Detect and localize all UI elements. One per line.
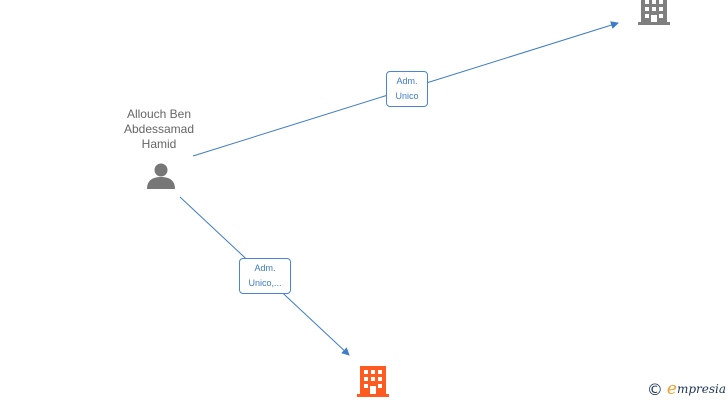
person-name-label[interactable]: Allouch Ben Abdessamad Hamid <box>104 107 214 152</box>
building-icon-top[interactable] <box>638 0 670 25</box>
brand-initial: e <box>666 379 677 399</box>
person-name-line-3: Hamid <box>141 137 177 151</box>
edge-label-top-line-1: Adm. <box>396 76 418 86</box>
person-icon[interactable] <box>147 163 175 190</box>
person-name-line-2: Abdessamad <box>123 122 195 136</box>
edge-label-bottom[interactable]: Adm. Unico,... <box>239 258 291 294</box>
building-icon-bottom[interactable] <box>357 366 389 397</box>
edge-label-bottom-line-2: Unico,... <box>248 278 282 288</box>
brand-name: mpresia <box>676 382 726 396</box>
edge-label-bottom-line-1: Adm. <box>254 263 276 273</box>
edge-label-top[interactable]: Adm. Unico <box>386 71 428 107</box>
edge-label-top-line-2: Unico <box>395 91 419 101</box>
empresia-watermark: © e mpresia <box>646 379 726 399</box>
copyright-icon: © <box>646 379 663 399</box>
person-name-line-1: Allouch Ben <box>126 107 192 121</box>
